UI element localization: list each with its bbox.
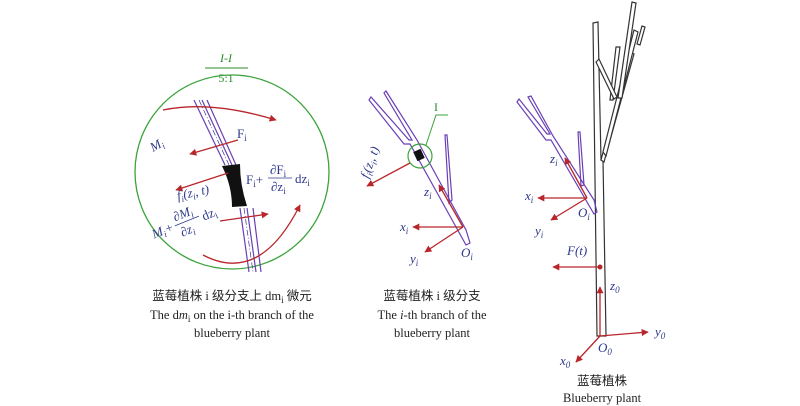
label-Fi: Fi [237, 126, 247, 143]
detail-view: I-I 5:1 Mi Fi fi(zi, t) Fi+ ∂Fi ∂zi dzi … [134, 51, 330, 340]
plant-outline [592, 1, 646, 337]
label-xi: xi [524, 188, 534, 205]
label-z0: z0 [609, 278, 620, 295]
label-yi: yi [408, 251, 419, 268]
label-zi: zi [549, 151, 558, 168]
moment-arrow-bottom [202, 204, 301, 264]
label-Mi: Mi [146, 135, 167, 157]
mass-element [222, 164, 247, 207]
caption-cn: 蓝莓植株 i 级分支上 dmi 微元 [152, 288, 311, 305]
caption-en: Blueberry plant [563, 391, 642, 405]
sub-branch-outline [577, 131, 585, 187]
label-F-plus-dF: Fi+ ∂Fi ∂zi dzi [246, 162, 310, 196]
label-M-plus-dM: Mi+ ∂Mi ∂zi dzi [149, 203, 220, 241]
detail-marker-label: I [434, 100, 438, 114]
branch-outline [516, 95, 598, 215]
axis-arrow-y [424, 226, 464, 253]
caption-en-line1: The dmi on the i-th branch of the [150, 308, 314, 324]
svg-text:∂Fi: ∂Fi [270, 162, 287, 179]
svg-text:Fi+: Fi+ [246, 172, 263, 189]
label-xi: xi [399, 219, 409, 236]
label-F: F(t) [566, 243, 587, 258]
label-O0: O0 [598, 340, 612, 357]
label-f: fi(zi, t) [176, 182, 211, 205]
caption-en-line1: The i-th branch of the [378, 308, 487, 322]
label-yi: yi [533, 223, 544, 240]
svg-text:dzi: dzi [295, 171, 310, 188]
svg-text:∂zi: ∂zi [178, 220, 198, 241]
axis-arrow-yi [550, 197, 588, 221]
label-f: fi(zi, t) [357, 144, 384, 180]
section-label: I-I [219, 51, 233, 65]
axis-arrow-z [438, 184, 464, 228]
caption-cn: 蓝莓植株 i 级分支 [383, 288, 481, 303]
plant-view: zi xi yi Oi F(t) z0 y0 x0 O0 蓝莓植株 Bluebe… [516, 1, 666, 405]
label-Oi: Oi [461, 245, 473, 262]
caption-en-line2: blueberry plant [194, 326, 271, 340]
branch-segment [193, 99, 262, 273]
label-x0: x0 [559, 353, 571, 370]
force-arrow-Fi [189, 139, 239, 156]
branch-view: I fi(zi, t) zi xi yi Oi 蓝莓植株 i 级分支 The i… [357, 90, 487, 340]
mass-element [413, 148, 425, 162]
caption-cn: 蓝莓植株 [577, 373, 628, 388]
caption-en-line2: blueberry plant [394, 326, 471, 340]
svg-text:dzi: dzi [199, 204, 220, 225]
detail-leader [425, 114, 448, 146]
label-zi: zi [423, 184, 432, 201]
force-arrow-Fplus [219, 211, 269, 222]
axis-arrow-x0 [575, 335, 601, 363]
force-arrow-f [366, 162, 411, 187]
force-arrow-f [175, 172, 229, 192]
detail-circle [134, 74, 330, 270]
axis-arrow-y0 [599, 329, 649, 337]
branch-outline [368, 90, 471, 246]
moment-arrow-top [162, 106, 277, 122]
label-Oi: Oi [578, 205, 590, 222]
axis-arrow-zi [564, 157, 588, 199]
label-y0: y0 [653, 324, 666, 341]
scale-label: 5:1 [218, 71, 233, 85]
svg-text:∂Mi: ∂Mi [171, 203, 196, 226]
svg-text:∂zi: ∂zi [271, 179, 286, 196]
detail-marker-circle [407, 143, 433, 169]
